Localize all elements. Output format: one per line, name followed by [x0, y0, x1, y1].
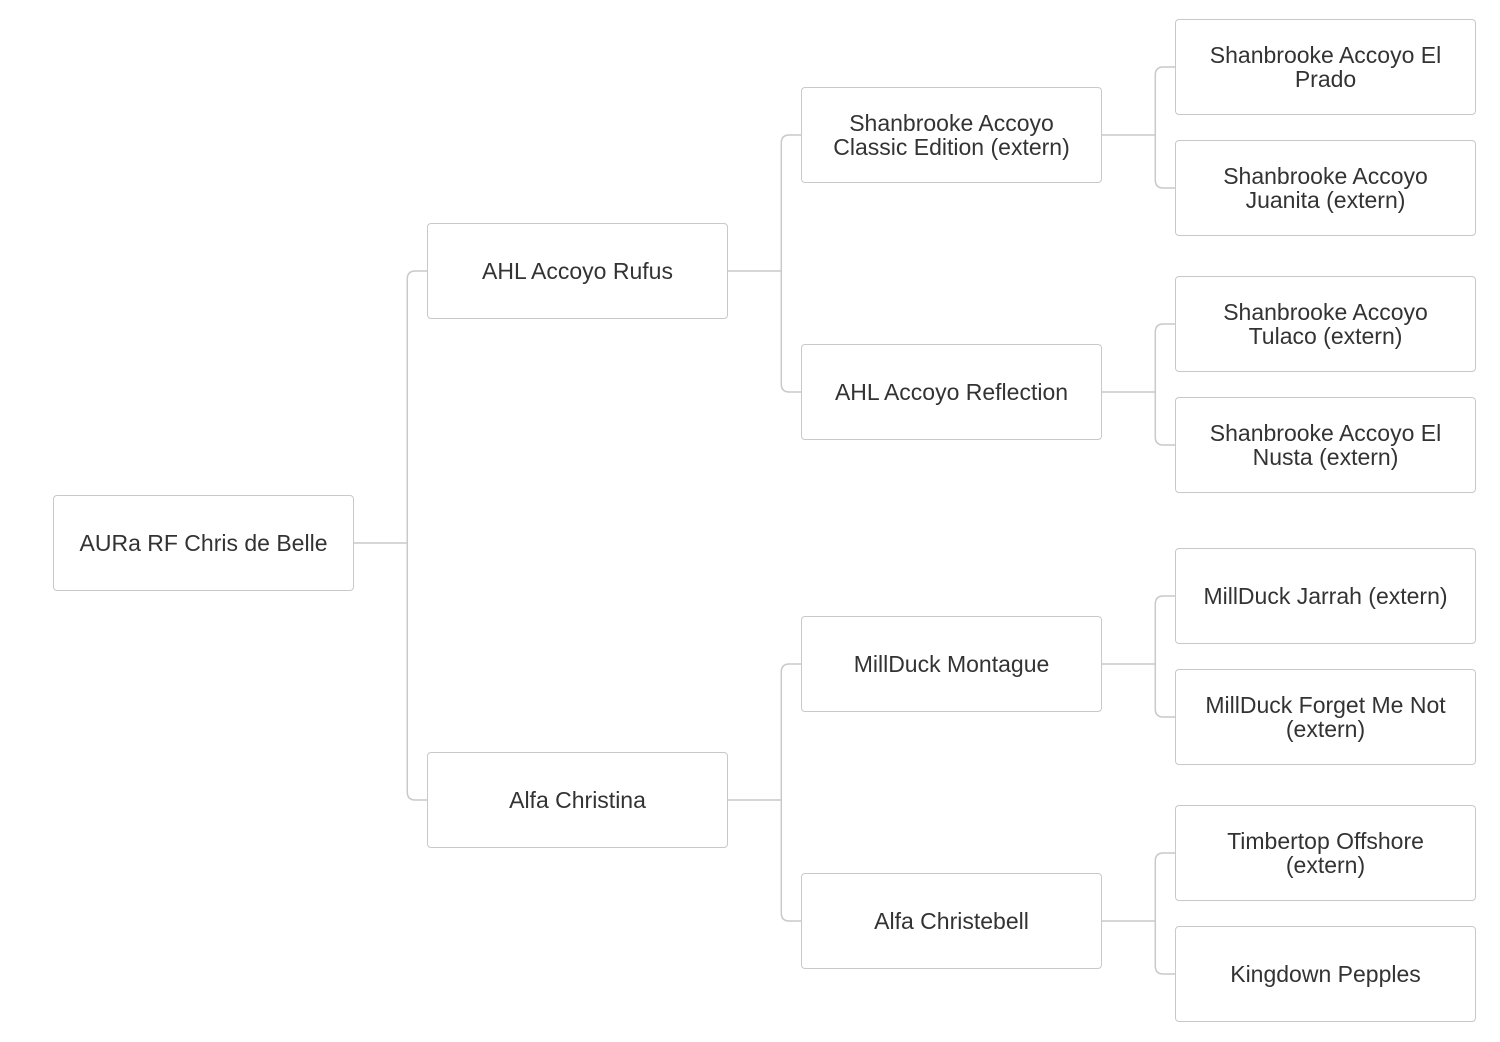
node-subject[interactable]: AURa RF Chris de Belle	[53, 495, 354, 591]
node-label: Shanbrooke Accoyo El Nusta (extern)	[1209, 420, 1442, 470]
node-sire-sire[interactable]: Shanbrooke Accoyo Classic Edition (exter…	[801, 87, 1102, 183]
node-dam-dam-sire[interactable]: Timbertop Offshore (extern)	[1175, 805, 1476, 901]
node-dam-dam[interactable]: Alfa Christebell	[801, 873, 1102, 969]
connector-n3	[1102, 66, 1175, 189]
node-sire-sire-dam[interactable]: Shanbrooke Accoyo Juanita (extern)	[1175, 140, 1476, 236]
node-label: Alfa Christebell	[874, 908, 1029, 934]
node-label: MillDuck Montague	[853, 651, 1050, 677]
node-label: Alfa Christina	[509, 787, 646, 813]
connector-n5	[1102, 595, 1175, 718]
node-dam-sire-dam[interactable]: MillDuck Forget Me Not (extern)	[1175, 669, 1476, 765]
node-label: Shanbrooke Accoyo Juanita (extern)	[1223, 163, 1428, 213]
node-sire-dam-dam[interactable]: Shanbrooke Accoyo El Nusta (extern)	[1175, 397, 1476, 493]
node-label: Shanbrooke Accoyo El Prado	[1209, 42, 1442, 92]
node-label: Shanbrooke Accoyo Tulaco (extern)	[1223, 299, 1428, 349]
node-sire[interactable]: AHL Accoyo Rufus	[427, 223, 728, 319]
node-dam[interactable]: Alfa Christina	[427, 752, 728, 848]
node-label: AHL Accoyo Reflection	[834, 379, 1069, 405]
node-dam-sire[interactable]: MillDuck Montague	[801, 616, 1102, 712]
node-label: Timbertop Offshore (extern)	[1227, 828, 1424, 878]
connector-n0	[354, 270, 427, 801]
connector-n1	[728, 134, 801, 393]
node-label: AURa RF Chris de Belle	[79, 530, 328, 556]
node-label: AHL Accoyo Rufus	[482, 258, 673, 284]
connector-n2	[728, 663, 801, 922]
connector-n4	[1102, 323, 1175, 446]
node-dam-sire-sire[interactable]: MillDuck Jarrah (extern)	[1175, 548, 1476, 644]
node-label: Kingdown Pepples	[1230, 961, 1421, 987]
connector-n6	[1102, 852, 1175, 975]
node-dam-dam-dam[interactable]: Kingdown Pepples	[1175, 926, 1476, 1022]
node-label: MillDuck Jarrah (extern)	[1203, 583, 1448, 609]
node-label: MillDuck Forget Me Not (extern)	[1205, 692, 1446, 742]
node-sire-dam[interactable]: AHL Accoyo Reflection	[801, 344, 1102, 440]
node-sire-dam-sire[interactable]: Shanbrooke Accoyo Tulaco (extern)	[1175, 276, 1476, 372]
node-label: Shanbrooke Accoyo Classic Edition (exter…	[833, 110, 1070, 160]
node-sire-sire-sire[interactable]: Shanbrooke Accoyo El Prado	[1175, 19, 1476, 115]
